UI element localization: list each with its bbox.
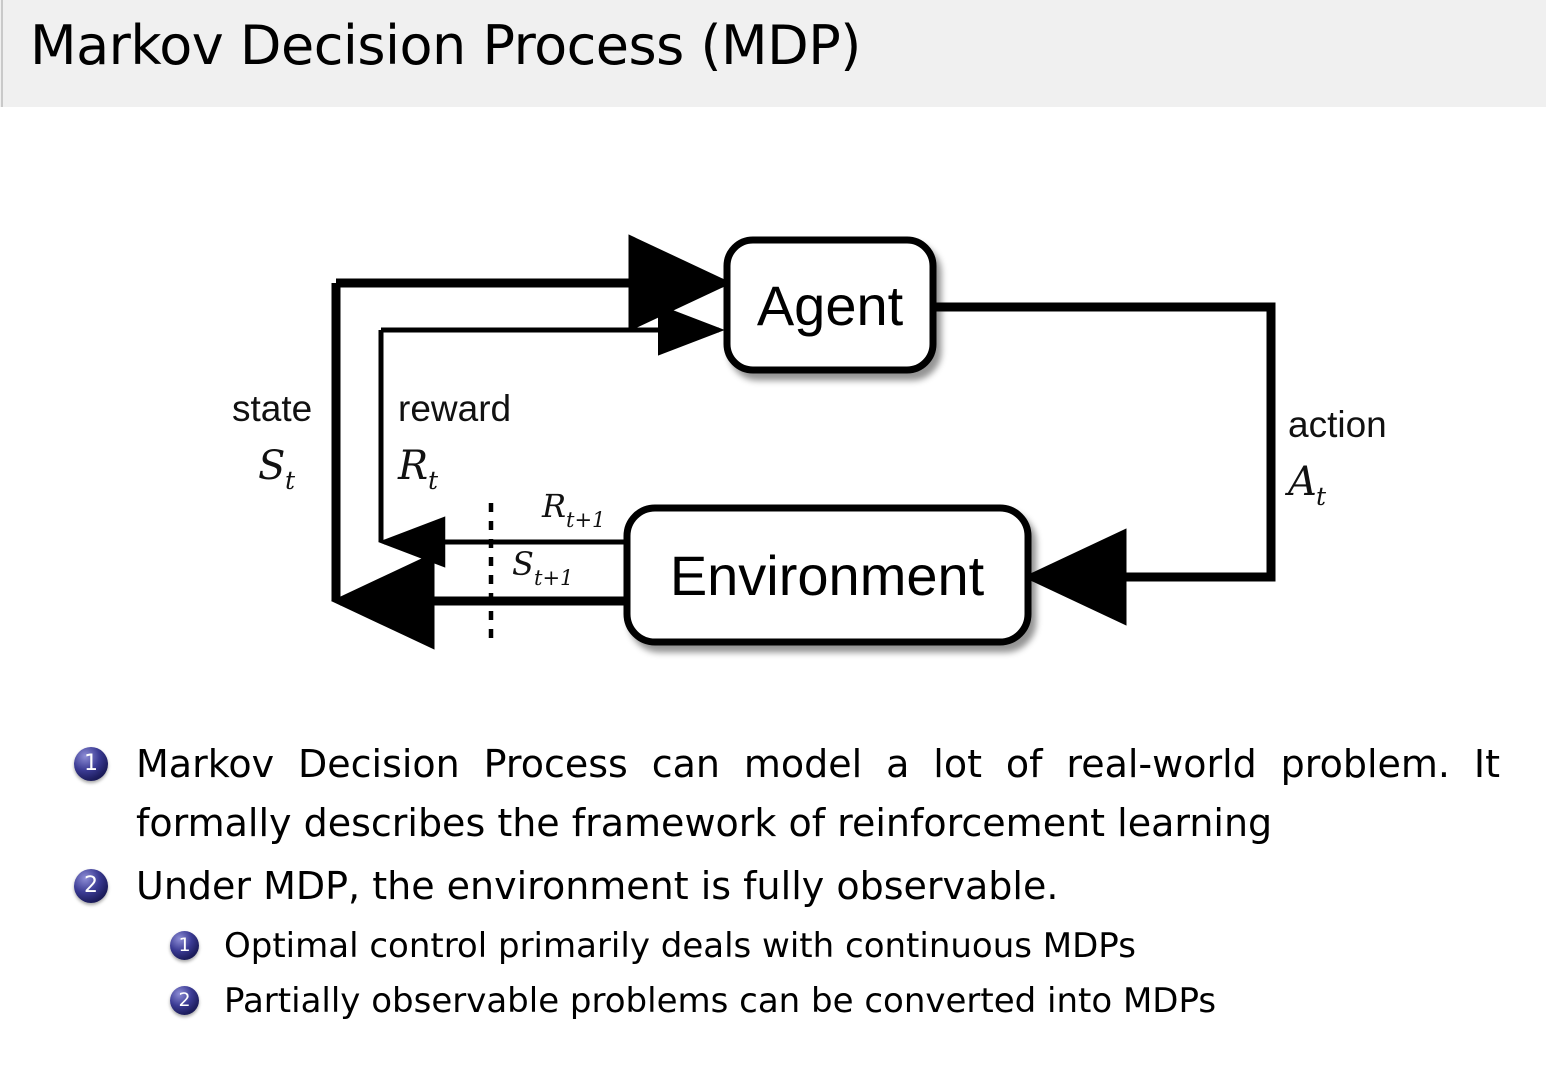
mdp-agent-environment-diagram: Agent Environment state S t reward R t [0,107,1546,707]
action-label-symbol-subscript: t [1316,482,1327,511]
next-state-subscript: t+1 [534,566,573,590]
sub-bullet-list: 1 Optimal control primarily deals with c… [0,920,1546,1028]
state-label-group: state S t [232,388,312,495]
header-left-rule [1,0,3,107]
bullet-list: 1 Markov Decision Process can model a lo… [0,735,1546,1030]
next-reward-subscript: t+1 [566,508,605,532]
reward-label-symbol: R [397,443,428,489]
state-label-word: state [232,388,312,429]
bullet-marker-1: 1 [74,747,108,781]
reward-label-word: reward [398,388,511,429]
agent-box-label: Agent [757,274,904,337]
sub-bullet-text-1: Optimal control primarily deals with con… [224,926,1136,966]
bullet-text-2: Under MDP, the environment is fully obse… [136,864,1059,908]
state-label-symbol-subscript: t [285,466,296,495]
sub-bullet-item-2: 2 Partially observable problems can be c… [0,975,1546,1028]
sub-bullet-item-1: 1 Optimal control primarily deals with c… [0,920,1546,973]
bullet-item-2: 2 Under MDP, the environment is fully ob… [0,857,1546,916]
action-label-group: action A t [1284,404,1387,511]
next-state-symbol: S [512,545,534,583]
sub-bullet-marker-1: 1 [170,931,199,960]
action-label-symbol: A [1284,459,1317,505]
bullet-text-1: Markov Decision Process can model a lot … [136,742,1500,845]
next-reward-symbol: R [541,487,566,525]
next-reward-label-group: R t+1 [541,487,605,532]
reward-feedback-path [378,304,725,568]
bullet-marker-2: 2 [74,869,108,903]
environment-box-label: Environment [670,544,985,607]
next-state-label-group: S t+1 [512,545,573,590]
slide-header-band: Markov Decision Process (MDP) [0,0,1546,107]
state-feedback-path [331,234,732,650]
environment-box: Environment [623,504,1032,646]
action-path [933,302,1276,626]
page-title: Markov Decision Process (MDP) [30,14,861,77]
state-label-symbol: S [258,443,285,489]
sub-bullet-marker-2: 2 [170,986,199,1015]
bullet-item-1: 1 Markov Decision Process can model a lo… [0,735,1546,853]
reward-label-group: reward R t [397,388,511,495]
agent-box: Agent [723,236,937,374]
action-label-word: action [1288,404,1387,445]
reward-label-symbol-subscript: t [428,466,439,495]
sub-bullet-text-2: Partially observable problems can be con… [224,981,1217,1021]
